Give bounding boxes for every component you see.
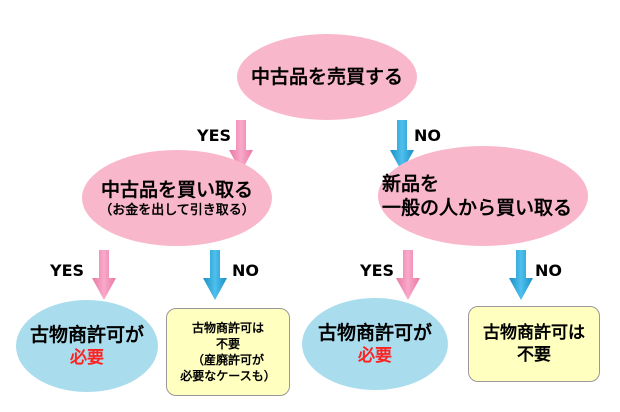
used-goods-line1: 中古品を買い取る bbox=[100, 178, 253, 201]
used-no-result: 古物商許可は 不要 （産廃許可が 必要なケースも） bbox=[166, 308, 290, 396]
new-yes-line1: 古物商許可が bbox=[317, 322, 432, 344]
used-yes-label: YES bbox=[50, 261, 85, 280]
root-yes-label: YES bbox=[197, 126, 232, 145]
arrow-root-no bbox=[390, 120, 414, 172]
new-yes-label: YES bbox=[360, 261, 395, 280]
used-goods-node: 中古品を買い取る （お金を出して引き取る） bbox=[82, 150, 272, 246]
used-no-line4: 必要なケースも） bbox=[180, 369, 276, 383]
arrow-new-no bbox=[509, 250, 533, 300]
arrow-used-yes bbox=[92, 250, 116, 300]
new-no-result: 古物商許可は 不要 bbox=[468, 306, 600, 382]
used-no-label: NO bbox=[232, 261, 259, 280]
new-goods-node: 新品を 一般の人から買い取る bbox=[378, 146, 588, 246]
arrow-new-yes bbox=[396, 250, 420, 300]
new-no-line2: 不要 bbox=[517, 345, 551, 365]
new-no-line1: 古物商許可は bbox=[483, 323, 585, 343]
used-yes-result: 古物商許可が 必要 bbox=[16, 300, 158, 392]
new-goods-line2: 一般の人から買い取る bbox=[382, 197, 573, 219]
root-no-label: NO bbox=[414, 126, 441, 145]
used-no-line3: （産廃許可が bbox=[191, 353, 264, 367]
used-yes-line1: 古物商許可が bbox=[29, 324, 144, 346]
new-no-label: NO bbox=[535, 261, 562, 280]
new-yes-result: 古物商許可が 必要 bbox=[302, 298, 448, 390]
new-goods-line1: 新品を bbox=[382, 173, 440, 195]
new-yes-line2: 必要 bbox=[358, 346, 392, 366]
used-yes-line2: 必要 bbox=[70, 348, 104, 368]
root-label: 中古品を売買する bbox=[250, 66, 403, 88]
arrow-used-no bbox=[203, 250, 227, 300]
used-no-line1: 古物商許可は bbox=[191, 321, 264, 335]
root-node: 中古品を売買する bbox=[237, 34, 417, 120]
used-no-line2: 不要 bbox=[215, 337, 240, 351]
used-goods-line2: （お金を出して引き取る） bbox=[99, 202, 255, 218]
